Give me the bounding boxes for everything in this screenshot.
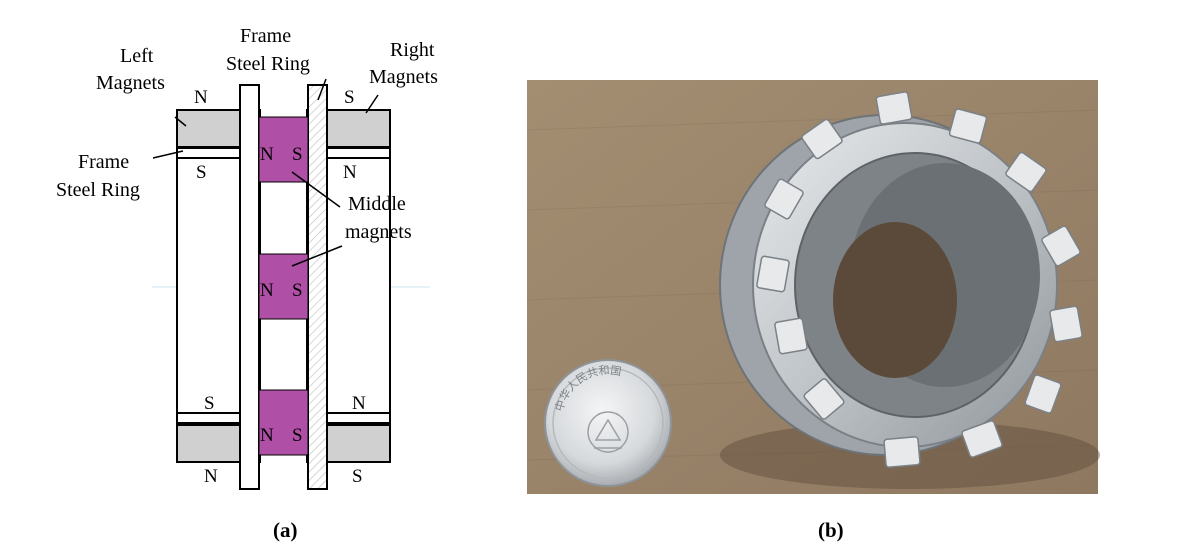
pole-bottom-right-outer: S	[352, 466, 363, 487]
left-magnet-bottom	[176, 424, 241, 463]
ring-inner-opening	[833, 222, 957, 378]
pole-mid-bottom-s: S	[292, 425, 303, 446]
middle-magnet-bottom	[258, 389, 309, 456]
pole-top-left-outer: N	[194, 87, 208, 108]
frame-plate-right-top	[326, 147, 391, 159]
label-left-magnets-line2: Magnets	[96, 72, 165, 94]
right-magnet-bottom	[326, 424, 391, 463]
right-magnet-top	[326, 109, 391, 148]
leader-right-magnets	[365, 94, 379, 114]
label-frame-left-line2: Steel Ring	[56, 179, 140, 201]
frame-plate-right-bottom	[326, 412, 391, 424]
coin-inner-rim	[552, 367, 664, 479]
leader-frame-left	[152, 150, 184, 159]
photo-b: 中华人民共和国 (b)	[526, 80, 1100, 542]
pole-mid-top-s: S	[292, 144, 303, 165]
pole-mid-top-n: N	[260, 144, 274, 165]
label-right-magnets-line1: Right	[390, 39, 435, 61]
schematic-a: Left Magnets Frame Steel Ring Right Magn…	[56, 25, 438, 542]
coin	[544, 359, 672, 487]
caption-b: (b)	[818, 518, 844, 542]
pole-top-right-inner: N	[343, 162, 357, 183]
leader-middle-2	[291, 245, 343, 267]
label-right-magnets-line2: Magnets	[369, 66, 438, 88]
middle-magnet-top	[258, 116, 309, 183]
coin-emblem-icon	[587, 411, 629, 453]
leader-left-magnets	[174, 116, 187, 127]
leader-middle-1	[291, 171, 341, 208]
label-left-magnets-line1: Left	[120, 45, 154, 67]
pole-mid-center-s: S	[292, 280, 303, 301]
pole-top-right-outer: S	[344, 87, 355, 108]
pole-bottom-right-inner: N	[352, 393, 366, 414]
pole-mid-center-n: N	[260, 280, 274, 301]
label-frame-top-line1: Frame	[240, 25, 291, 47]
middle-magnet-center	[258, 253, 309, 320]
pole-bottom-left-outer: N	[204, 466, 218, 487]
label-frame-top-line2: Steel Ring	[226, 53, 310, 75]
label-middle-line2: magnets	[345, 221, 412, 243]
frame-ring-right-hatched	[307, 84, 328, 490]
left-magnet-top	[176, 109, 241, 148]
caption-a: (a)	[273, 518, 298, 542]
pole-top-left-inner: S	[196, 162, 207, 183]
leader-frame-top	[317, 78, 327, 101]
frame-plate-left-top	[176, 147, 241, 159]
label-middle-line1: Middle	[348, 193, 406, 215]
pole-bottom-left-inner: S	[204, 393, 215, 414]
pole-mid-bottom-n: N	[260, 425, 274, 446]
rim-magnets	[756, 91, 1083, 468]
label-frame-left-line1: Frame	[78, 151, 129, 173]
frame-ring-left	[239, 84, 260, 490]
frame-plate-left-bottom	[176, 412, 241, 424]
